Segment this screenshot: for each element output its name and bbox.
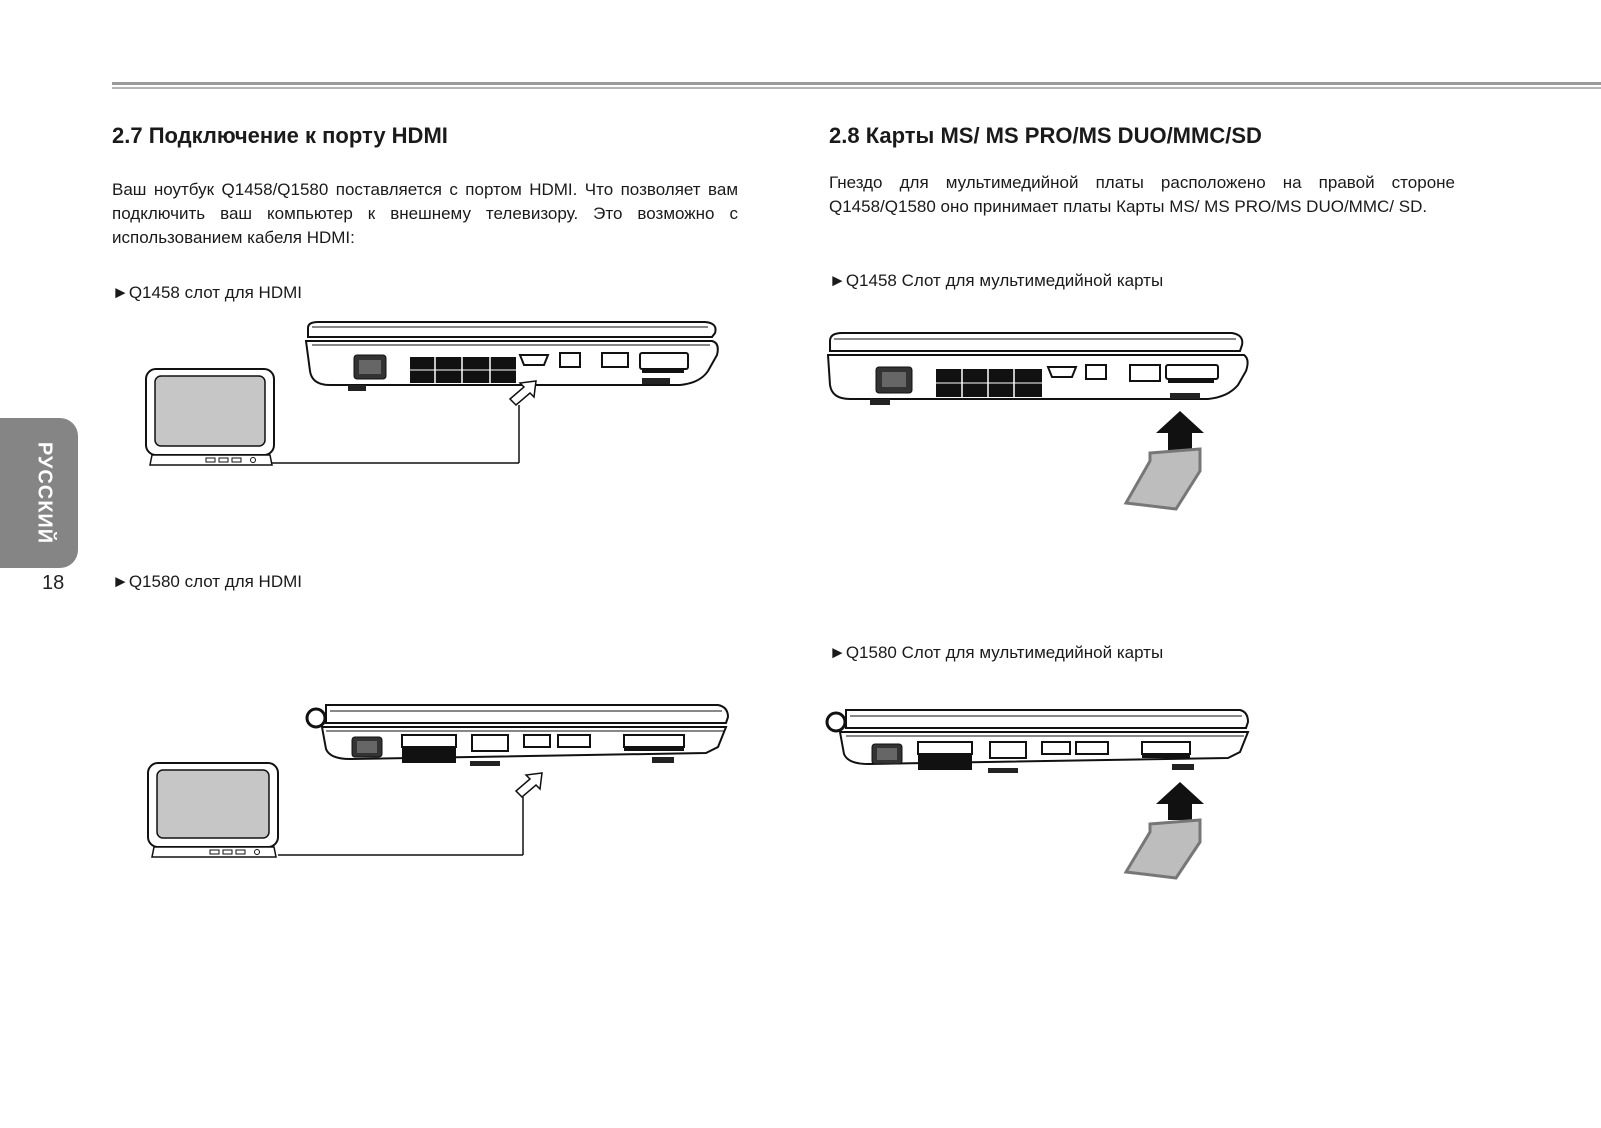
laptop-side-view: [826, 332, 1249, 405]
cards-caption-q1458: ►Q1458 Слот для мультимедийной карты: [829, 271, 1164, 290]
laptop-side-view: [305, 704, 730, 766]
cards-section-title: 2.8 Карты MS/ MS PRO/MS DUO/MMC/SD: [829, 123, 1262, 148]
hdmi-caption-q1458: ►Q1458 слот для HDMI: [112, 283, 302, 302]
hdmi-section-body: Ваш ноутбук Q1458/Q1580 поставляется с п…: [112, 180, 738, 247]
insert-direction-arrow: [1156, 782, 1204, 820]
language-tab: РУССКИЙ: [0, 418, 78, 568]
memory-card-icon: [1123, 818, 1202, 880]
laptop-side-view: [825, 709, 1250, 773]
tv-illustration: [147, 762, 279, 858]
hdmi-pointer-arrow: [508, 380, 537, 407]
page-number: 18: [42, 572, 65, 594]
insert-direction-arrow: [1156, 411, 1204, 451]
cards-section-body: Гнездо для мультимедийной платы располож…: [829, 173, 1455, 216]
q1458-card-figure: [826, 332, 1249, 511]
hdmi-caption-q1580: ►Q1580 слот для HDMI: [112, 572, 302, 591]
q1580-hdmi-figure: [147, 704, 730, 858]
header-rule: [112, 82, 1601, 89]
hdmi-pointer-arrow: [514, 772, 543, 799]
language-tab-label: РУССКИЙ: [33, 441, 56, 545]
memory-card-icon: [1123, 447, 1202, 511]
q1458-hdmi-figure: [145, 321, 719, 466]
laptop-side-view: [304, 321, 719, 391]
cards-caption-q1580: ►Q1580 Слот для мультимедийной карты: [829, 643, 1164, 662]
tv-illustration: [145, 368, 275, 466]
hdmi-section-title: 2.7 Подключение к порту HDMI: [112, 123, 448, 148]
q1580-card-figure: [825, 709, 1250, 880]
